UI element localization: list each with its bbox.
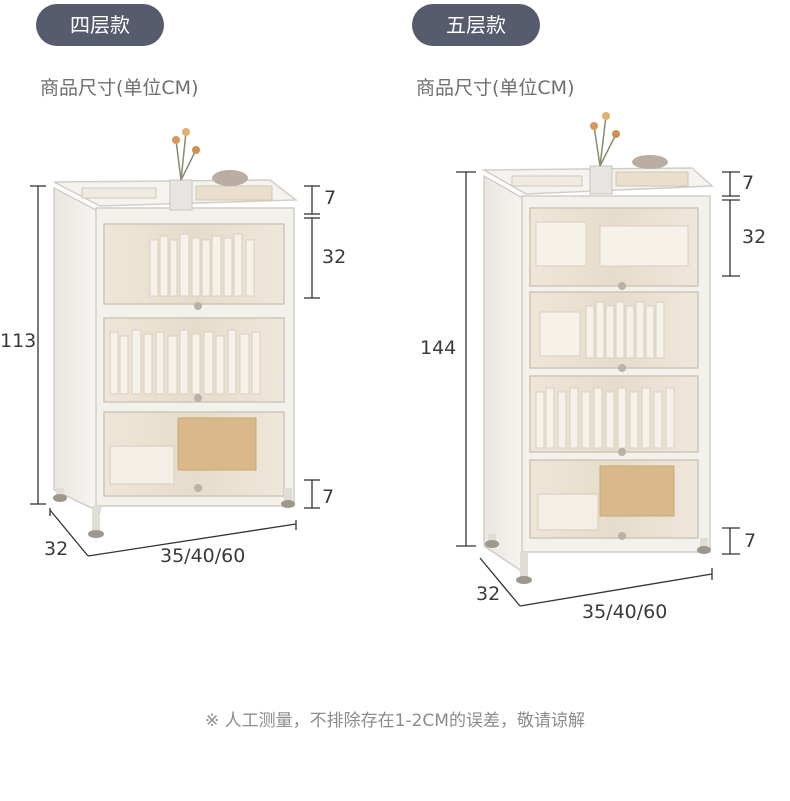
badge-five-tier: 五层款 [412, 4, 540, 46]
left-top-gap: 7 [324, 187, 337, 209]
left-cabinet [53, 128, 299, 538]
left-bottom-gap: 7 [322, 486, 335, 508]
left-dimension-lines [30, 185, 320, 557]
right-top-gap: 7 [742, 172, 755, 194]
left-width: 35/40/60 [160, 545, 246, 567]
right-size-caption: 商品尺寸(单位CM) [416, 77, 575, 99]
left-size-caption: 商品尺寸(单位CM) [40, 77, 199, 99]
right-dimension-lines [456, 171, 740, 607]
measurement-note: ※ 人工测量，不排除存在1-2CM的误差，敬请谅解 [205, 711, 585, 731]
right-cabinet [481, 112, 714, 584]
right-total-height: 144 [420, 337, 457, 359]
left-total-height: 113 [0, 330, 37, 352]
right-bottom-gap: 7 [744, 530, 757, 552]
right-width: 35/40/60 [582, 601, 668, 623]
left-depth: 32 [44, 538, 69, 560]
badge-four-tier: 四层款 [36, 4, 164, 46]
right-door-height: 32 [742, 226, 767, 248]
left-door-height: 32 [322, 246, 347, 268]
right-depth: 32 [476, 583, 501, 605]
